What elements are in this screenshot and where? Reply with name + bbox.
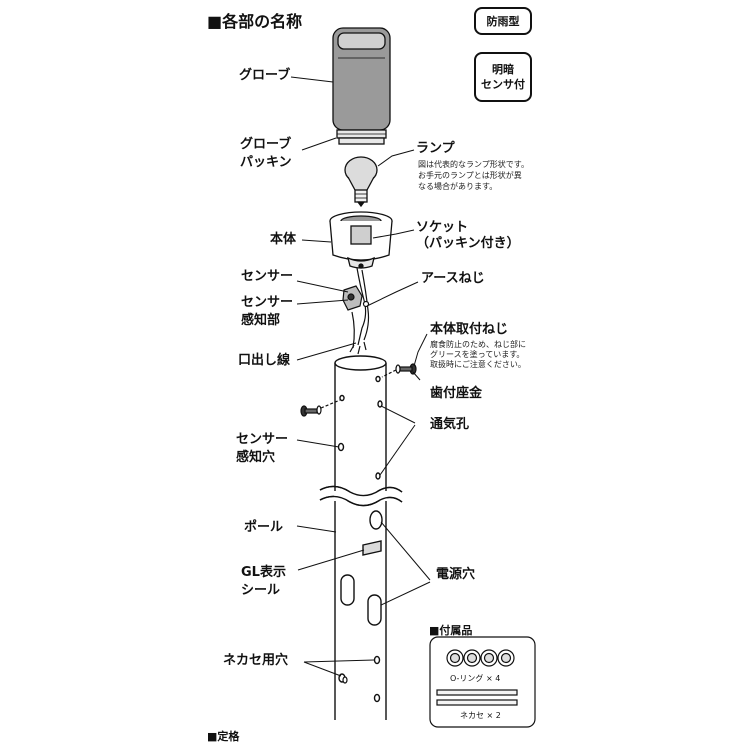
label-sensor-hole-2: 感知穴 (236, 450, 276, 465)
label-nut-hole: ネカセ用穴 (223, 653, 289, 668)
label-globe-packing-1: グローブ (240, 137, 292, 152)
accessories-box (429, 636, 536, 728)
nekase-icons (436, 689, 518, 706)
body-screw-note-1: 腐食防止のため、ねじ部に (430, 340, 526, 349)
body-screw-note-3: 取扱時にご注意ください。 (430, 360, 526, 369)
accessory-nekase-label: ネカセ × 2 (460, 711, 501, 720)
label-socket-1: ソケット (416, 220, 469, 235)
globe-illustration (332, 27, 391, 145)
footer-rating-heading: ■定格 (207, 730, 240, 743)
sensor-badge-line1: 明暗 (492, 63, 514, 76)
label-sensor-hole-1: センサー (236, 432, 289, 447)
accessories-title: ■付属品 (429, 624, 473, 637)
label-outlet-wire: 口出し線 (238, 353, 291, 368)
body-screw-note-2: グリースを塗っています。 (430, 350, 525, 359)
label-vent-hole: 通気孔 (430, 417, 470, 432)
label-pole: ポール (244, 520, 284, 535)
label-socket-2: （パッキン付き） (416, 236, 520, 251)
screws-illustration (300, 363, 417, 684)
accessory-o-ring-label: O-リング × 4 (450, 674, 501, 683)
label-gl-seal-1: GL表示 (241, 565, 286, 580)
o-ring-icons (446, 649, 515, 667)
label-globe-packing-2: パッキン (240, 155, 292, 170)
lamp-note-1: 図は代表的なランプ形状です。 (418, 160, 529, 169)
lamp-note-2: お手元のランプとは形状が異 (418, 171, 522, 180)
lamp-illustration (344, 156, 378, 208)
pole-illustration (319, 355, 403, 720)
label-globe: グローブ (239, 68, 291, 83)
label-sensor-sensing-2: 感知部 (241, 313, 281, 328)
label-gl-seal-2: シール (241, 583, 281, 598)
label-toothed-washer: 歯付座金 (430, 386, 483, 401)
label-sensor-sensing-1: センサー (241, 295, 294, 310)
leader-lines (290, 76, 431, 677)
label-sensor: センサー (241, 269, 294, 284)
page-title: ■各部の名称 (207, 12, 303, 31)
sensor-illustration (342, 267, 370, 355)
label-lamp: ランプ (416, 141, 455, 156)
body-illustration (329, 211, 393, 269)
label-body-screw: 本体取付ねじ (430, 322, 509, 337)
label-earth-screw: アースねじ (421, 271, 485, 286)
label-power-hole: 電源穴 (436, 567, 476, 582)
rainproof-badge: 防雨型 (474, 7, 532, 35)
sensor-badge-line2: センサ付 (481, 78, 525, 91)
lamp-note-3: なる場合があります。 (418, 182, 498, 191)
sensor-badge: 明暗 センサ付 (474, 52, 532, 102)
rainproof-badge-label: 防雨型 (486, 14, 520, 28)
label-body: 本体 (270, 232, 297, 247)
